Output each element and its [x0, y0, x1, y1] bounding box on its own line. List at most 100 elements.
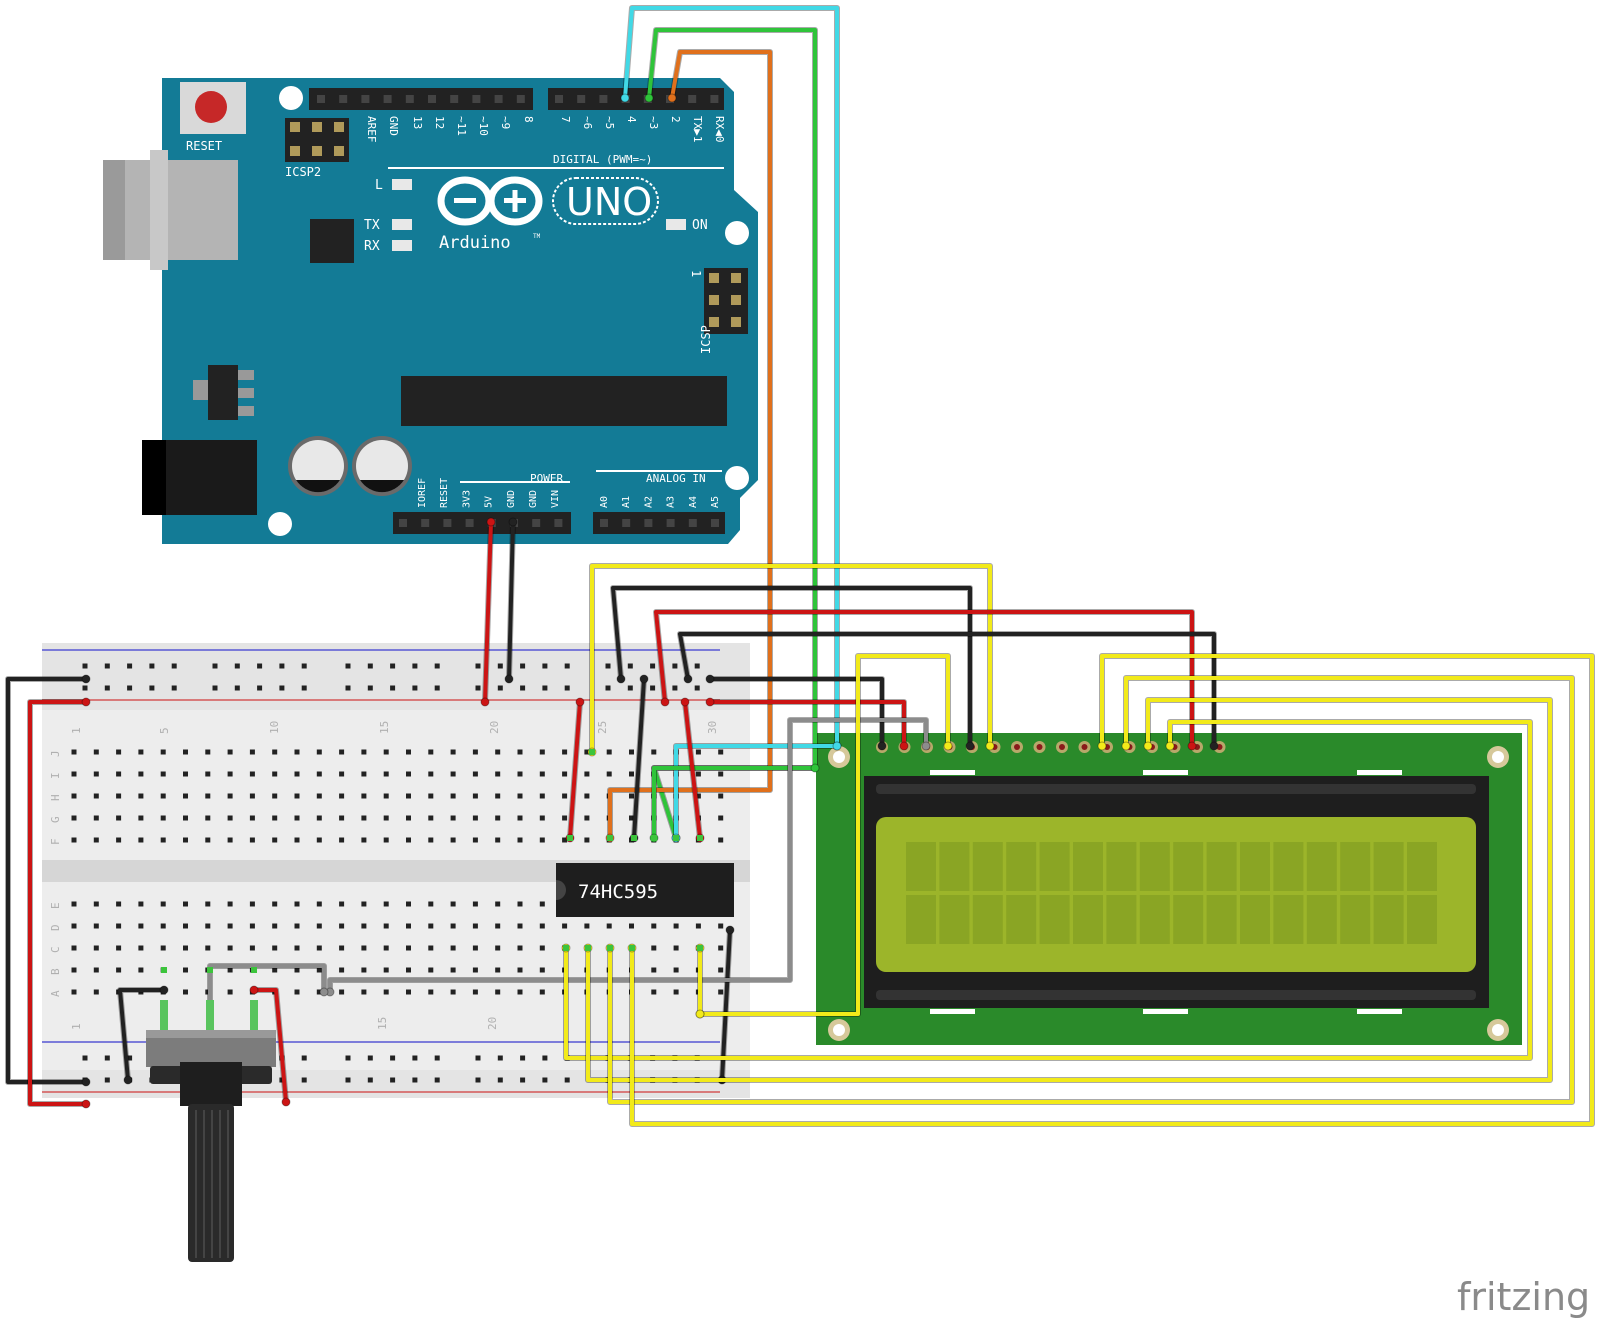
used-hole [567, 835, 573, 841]
breadboard-hole [339, 901, 345, 907]
breadboard-hole [316, 837, 322, 843]
header-pin [428, 95, 436, 103]
row-letter: I [49, 772, 62, 779]
breadboard-hole [718, 771, 724, 777]
breadboard-hole [138, 793, 144, 799]
used-hole [629, 945, 635, 951]
wire-d4-to-chip [674, 744, 839, 840]
digital-pin-label: 2 [669, 116, 682, 123]
breadboard-hole [428, 901, 434, 907]
lcd-char-cell [1206, 895, 1237, 944]
breadboard-hole [71, 901, 77, 907]
breadboard-hole [517, 771, 523, 777]
breadboard-hole [562, 793, 568, 799]
wire-end [81, 1077, 91, 1087]
breadboard-hole [517, 901, 523, 907]
wire-end [616, 674, 626, 684]
breadboard-hole [673, 945, 679, 951]
breadboard-hole [562, 749, 568, 755]
rail-hole [212, 685, 218, 691]
breadboard-hole [472, 771, 478, 777]
breadboard-hole [116, 749, 122, 755]
wire-left-5v-rail [28, 700, 88, 1106]
wire-end [965, 741, 975, 751]
used-hole [673, 835, 679, 841]
breadboard-hole [183, 793, 188, 799]
breadboard-hole [562, 815, 568, 821]
lcd-char-cell [1173, 895, 1204, 944]
breadboard-hole [584, 815, 590, 821]
rail-hole [390, 663, 396, 669]
breadboard-hole [539, 923, 545, 929]
breadboard-hole [339, 989, 345, 995]
breadboard-hole [383, 901, 389, 907]
breadboard-hole [93, 967, 99, 973]
used-hole [607, 945, 613, 951]
lcd-char-cell [1240, 842, 1270, 891]
breadboard-hole [406, 837, 411, 843]
power-pin-label: GND [528, 490, 539, 508]
breadboard-hole [339, 923, 345, 929]
wire-chip-vcc [568, 700, 582, 840]
reset-button[interactable] [180, 82, 246, 134]
rail-hole [234, 685, 240, 691]
rail-hole [650, 685, 656, 691]
power-pin-label: RESET [439, 478, 450, 508]
breadboard-hole [205, 815, 211, 821]
rail-hole [520, 663, 526, 669]
breadboard-hole [472, 815, 478, 821]
analog-pin-label: A5 [710, 496, 721, 508]
breadboard-hole [495, 967, 501, 973]
rail-hole [390, 1055, 396, 1061]
lcd-char-cell [1407, 895, 1437, 944]
breadboard-hole [383, 989, 389, 995]
wire-end [705, 674, 715, 684]
rail-hole [234, 663, 240, 669]
pot-leg [206, 1000, 214, 1032]
breadboard-hole [316, 771, 322, 777]
lcd-char-cell [972, 895, 1003, 944]
breadboard-hole [227, 901, 233, 907]
breadboard-hole [71, 793, 77, 799]
breadboard-hole [539, 901, 545, 907]
wire-pot-vcc [252, 988, 288, 1104]
wire-lcd-vss [708, 677, 884, 748]
breadboard-hole [472, 967, 478, 973]
lcd-char-cell [1340, 842, 1371, 891]
header-pin [317, 95, 325, 103]
breadboard-hole [539, 945, 545, 951]
column-number: 10 [268, 721, 281, 734]
breadboard-hole [71, 945, 77, 951]
analog-pin-label: A2 [643, 496, 654, 508]
power-pin-label: 5V [484, 496, 495, 508]
wire-end [680, 697, 690, 707]
breadboard-hole [472, 923, 478, 929]
wire-lcd-e [590, 564, 992, 754]
breadboard-hole [651, 967, 657, 973]
breadboard-hole [584, 793, 590, 799]
breadboard-hole [249, 923, 255, 929]
wire-5v [483, 520, 493, 704]
digital-pin-label: TX▶1 [691, 116, 704, 143]
used-hole [585, 945, 591, 951]
wire-d4-lcd [630, 654, 1594, 1126]
lcd-char-cell [1139, 895, 1170, 944]
breadboard-hole [138, 837, 144, 843]
rail-hole [475, 1055, 481, 1061]
analog-label: ANALOG IN [646, 472, 706, 485]
breadboard-hole [361, 771, 367, 777]
used-hole [589, 749, 595, 755]
breadboard-hole [316, 815, 322, 821]
breadboard-hole [160, 923, 166, 929]
header-pin [405, 95, 414, 103]
breadboard-hole [517, 989, 523, 995]
rail-hole [127, 663, 133, 669]
lcd-char-cell [906, 895, 936, 944]
breadboard-hole [406, 945, 411, 951]
breadboard-hole [629, 793, 634, 799]
breadboard-hole [695, 793, 701, 799]
breadboard-hole [517, 749, 523, 755]
